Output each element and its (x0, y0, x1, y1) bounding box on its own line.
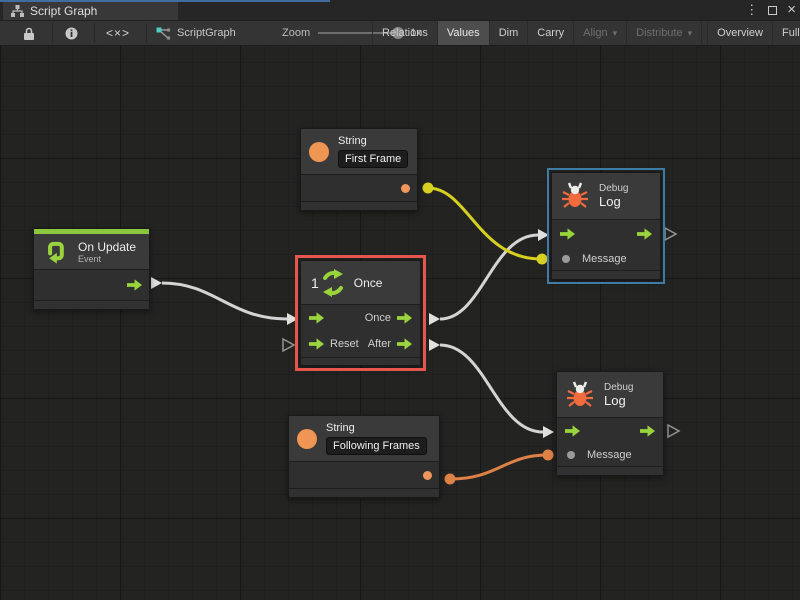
toolbar-button-overview[interactable]: Overview (707, 21, 772, 45)
bug-icon (567, 381, 593, 407)
port-label-once: Once (364, 312, 391, 324)
divider (701, 21, 707, 45)
node-title: On Update (78, 239, 137, 254)
port-label-after: After (367, 338, 391, 350)
button-label: Align (583, 27, 608, 39)
divider (52, 23, 53, 43)
inspect-button[interactable] (54, 21, 88, 45)
maximize-icon[interactable] (768, 5, 778, 15)
bug-icon (562, 182, 588, 208)
graph-tab-icon (11, 5, 24, 17)
node-title: String (326, 422, 355, 434)
button-label: Overview (717, 27, 763, 39)
flow-input-port[interactable] (560, 227, 575, 240)
divider (146, 23, 147, 43)
toolbar-button-carry[interactable]: Carry (527, 21, 573, 45)
tab-title: Script Graph (30, 4, 98, 18)
close-icon[interactable]: × (787, 1, 796, 18)
lock-icon (24, 27, 34, 40)
port-label-message: Message (582, 252, 627, 265)
node-once[interactable]: 1 Once Once Reset After (295, 255, 426, 371)
lock-button[interactable] (12, 21, 46, 45)
title-bar: Script Graph ⋮ × (0, 0, 800, 20)
node-title: String (338, 135, 367, 147)
string-value-input[interactable]: First Frame (338, 150, 409, 168)
button-label: Dim (498, 27, 519, 39)
string-output-port[interactable] (401, 183, 410, 193)
button-label: Distribute (636, 27, 683, 39)
string-value-input[interactable]: Following Frames (326, 437, 427, 455)
string-literal-icon (309, 141, 329, 162)
port-label-message: Message (587, 449, 632, 461)
flow-output-after-port[interactable] (397, 338, 412, 350)
port-label-reset: Reset (330, 338, 359, 350)
once-cycle-icon (322, 268, 343, 297)
info-icon (65, 27, 77, 39)
tab-script-graph[interactable]: Script Graph (3, 2, 178, 20)
flow-output-port[interactable] (637, 227, 652, 240)
node-string-top[interactable]: String First Frame (300, 128, 418, 211)
zoom-control: Zoom 1x (282, 21, 422, 45)
divider (94, 23, 95, 43)
toolbar-buttons: Relations Values Dim Carry Align ▾ Distr… (372, 21, 800, 45)
code-icon: <×> (105, 26, 131, 40)
zoom-slider[interactable] (318, 27, 405, 39)
button-label: Relations (382, 27, 428, 39)
edit-script-button[interactable]: <×> (96, 21, 140, 45)
message-input-port[interactable] (567, 451, 575, 459)
message-input-port[interactable] (562, 254, 570, 263)
chevron-down-icon: ▾ (612, 27, 618, 38)
window-controls: ⋮ × (745, 0, 796, 20)
node-on-update[interactable]: On Update Event (33, 228, 150, 310)
toolbar-button-relations[interactable]: Relations (372, 21, 437, 45)
toolbar-button-distribute[interactable]: Distribute ▾ (626, 21, 701, 45)
graph-name: ScriptGraph (177, 27, 236, 39)
script-graph-icon (156, 27, 171, 40)
button-label: Full Screen (781, 27, 800, 39)
node-subtitle: Event (78, 253, 102, 264)
node-kind: Debug (599, 183, 629, 194)
event-accent-bar (34, 229, 149, 234)
graph-canvas[interactable] (0, 46, 800, 600)
on-update-loop-icon (48, 241, 64, 264)
node-title: Log (604, 392, 626, 408)
focus-indicator (0, 0, 330, 2)
graph-name-breadcrumb[interactable]: ScriptGraph (156, 21, 266, 45)
flow-output-port[interactable] (640, 425, 655, 437)
once-badge: 1 (311, 274, 319, 291)
string-literal-icon (297, 428, 317, 449)
toolbar-button-align[interactable]: Align ▾ (573, 21, 626, 45)
flow-output-port[interactable] (127, 279, 142, 291)
node-debug-log-bottom[interactable]: Debug Log Message (556, 371, 664, 476)
button-label: Carry (537, 27, 565, 39)
button-label: Values (446, 27, 480, 39)
zoom-slider-handle[interactable] (392, 27, 405, 39)
node-kind: Debug (604, 381, 634, 393)
chevron-down-icon: ▾ (687, 27, 693, 38)
zoom-value: 1x (410, 27, 422, 39)
toolbar-button-values[interactable]: Values (436, 21, 489, 45)
node-debug-log-top[interactable]: Debug Log Message (547, 168, 665, 284)
node-title: Log (599, 194, 621, 209)
toolbar-button-dim[interactable]: Dim (488, 21, 528, 45)
zoom-label: Zoom (282, 27, 311, 39)
node-string-bottom[interactable]: String Following Frames (288, 415, 440, 498)
toolbar-button-fullscreen[interactable]: Full Screen (771, 21, 800, 45)
flow-input-reset-port[interactable] (309, 338, 324, 350)
string-output-port[interactable] (423, 470, 432, 480)
node-title: Once (353, 275, 383, 290)
menu-icon[interactable]: ⋮ (745, 2, 759, 17)
flow-output-once-port[interactable] (397, 312, 412, 324)
flow-input-port[interactable] (565, 425, 580, 437)
flow-input-port[interactable] (309, 312, 324, 324)
graph-toolbar: <×> ScriptGraph Zoom 1x Relations Values (0, 20, 800, 46)
